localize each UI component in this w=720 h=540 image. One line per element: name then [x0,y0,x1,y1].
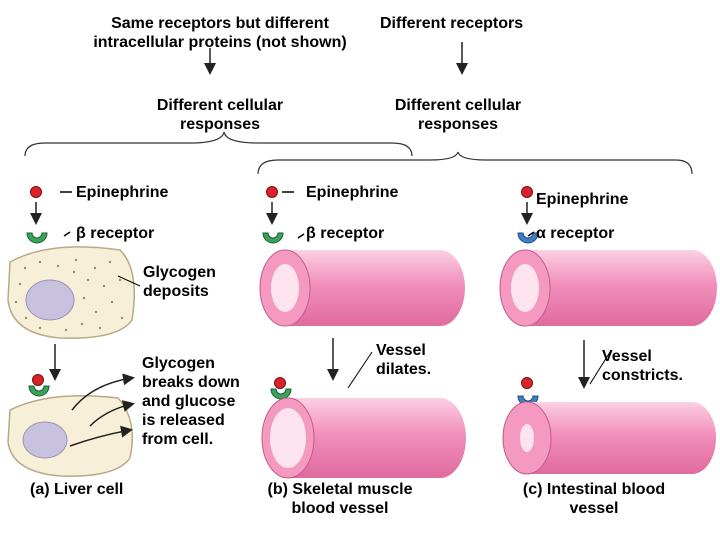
panel-c-result-line2: constricts. [602,367,683,384]
panel-c-caption-line1: (c) Intestinal blood [522,481,666,498]
panel-c-receptor-word: receptor [550,225,615,242]
responses-right-line2: responses [417,116,499,133]
panel-c-art [499,186,717,475]
header-left-line1: Same receptors but different [111,15,329,32]
panel-a-receptor-label: β receptor [76,224,154,243]
responses-left: Different cellular responses [130,96,310,134]
skeletal-vessel-dilated [261,397,466,479]
panel-c-caption-line2: vessel [569,500,619,517]
panel-a-result-line: Glycogen [142,355,215,372]
epinephrine-ligand-icon [30,186,42,198]
panel-a-caption: (a) Liver cell [30,481,124,498]
panel-a-result-line: and glucose [142,393,236,410]
responses-right-line1: Different cellular [394,97,522,114]
header-right: Different receptors [380,15,524,32]
responses-left-line2: responses [179,116,261,133]
panel-b-caption-line1: (b) Skeletal muscle [267,481,413,498]
responses-right: Different cellular responses [368,96,548,134]
panel-a-result: Glycogen breaks down and glucose is rele… [142,354,240,449]
epinephrine-ligand-bound-icon [32,374,44,386]
panel-a-result-line: from cell. [142,431,214,448]
liver-cell-before [7,246,135,339]
responses-left-line1: Different cellular [156,97,284,114]
intestinal-vessel-constricted [502,401,716,475]
panel-a-glycogen-line2: deposits [143,283,209,300]
panel-c-result-line1: Vessel [602,348,652,365]
panel-c-receptor-symbol: α [536,225,546,242]
skeletal-vessel-normal [259,249,465,327]
intestinal-vessel-normal [499,249,717,327]
header-left-line2: intracellular proteins (not shown) [93,34,347,51]
alpha-receptor-icon [517,232,539,244]
panel-c-result: Vessel constricts. [602,347,683,385]
panel-a-glycogen-line1: Glycogen [143,264,216,281]
panel-a-result-line: is released [142,412,225,429]
panel-c-caption: (c) Intestinal blood vessel [494,480,694,518]
panel-b-result-line2: dilates. [376,361,432,378]
panel-b-ligand-label: Epinephrine [306,184,399,201]
panel-a-glycogen-label: Glycogen deposits [143,263,216,301]
panel-b-result: Vessel dilates. [376,341,431,379]
panel-b-caption: (b) Skeletal muscle blood vessel [250,480,430,518]
brace-left [24,131,413,157]
panel-b-art [259,186,466,479]
brace-right [257,151,693,175]
panel-b-receptor-symbol: β [306,225,316,242]
panel-b-caption-line2: blood vessel [291,500,389,517]
panel-a-ligand-label: Epinephrine [76,184,169,201]
beta-receptor-icon [26,232,48,244]
nucleus [25,279,75,321]
panel-b-receptor-word: receptor [320,225,385,242]
panel-a-art [7,186,141,477]
panel-a-result-line: breaks down [142,374,240,391]
panel-a-receptor-word: receptor [90,225,155,242]
header-left: Same receptors but different intracellul… [80,14,360,52]
panel-b-receptor-label: β receptor [306,224,384,243]
panel-c-receptor-label: α receptor [536,224,614,243]
liver-cell-after [7,394,133,477]
panel-a-receptor-symbol: β [76,225,86,242]
panel-b-result-line1: Vessel [376,342,426,359]
panel-c-ligand-label: Epinephrine [536,191,629,208]
